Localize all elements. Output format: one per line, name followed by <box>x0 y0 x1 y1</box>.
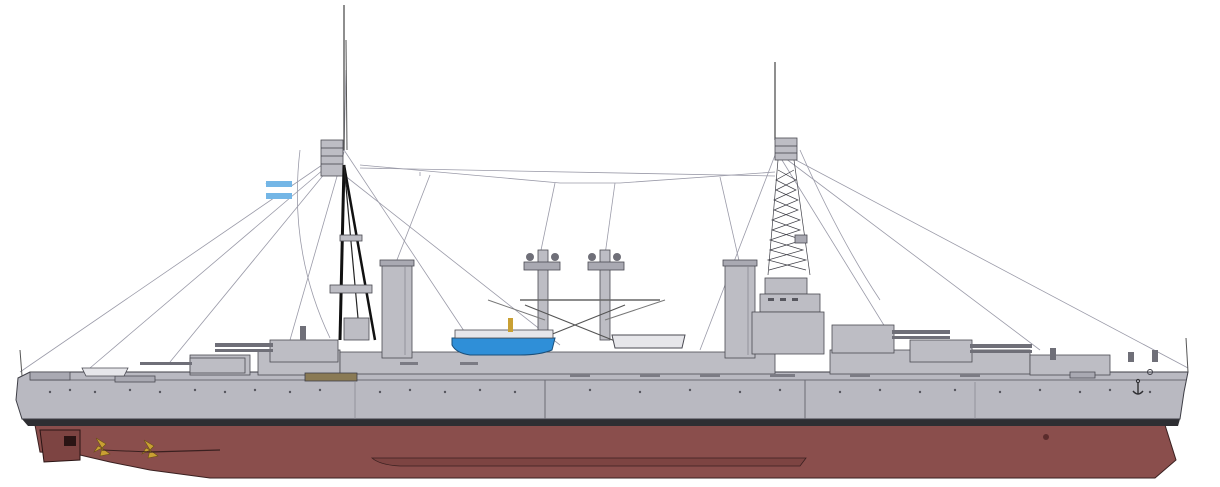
argentine-flag <box>265 181 293 199</box>
fore-cage-mast <box>751 62 825 355</box>
gun-turrets <box>140 324 1158 374</box>
anchor-icon <box>1132 378 1144 395</box>
fore-funnel <box>724 262 756 359</box>
stern-gear <box>39 429 221 463</box>
hull-underwater-red <box>34 424 1177 479</box>
propeller-icon <box>93 437 111 457</box>
aft-turret <box>269 339 339 363</box>
cutter <box>81 367 129 377</box>
hull <box>15 337 1189 479</box>
fore-superfiring-turret <box>831 324 895 354</box>
hull-topsides-grey <box>15 371 1189 420</box>
boat-deck <box>81 249 686 377</box>
funnels <box>379 259 758 359</box>
aft-funnel <box>381 262 413 359</box>
launch <box>611 334 686 349</box>
hull-boot-topping <box>22 419 1180 426</box>
fore-turret <box>909 339 973 363</box>
aft-tripod-mast <box>265 5 377 341</box>
steam-pinnace <box>451 337 556 356</box>
rigging <box>19 69 1189 373</box>
portholes <box>48 388 1152 440</box>
